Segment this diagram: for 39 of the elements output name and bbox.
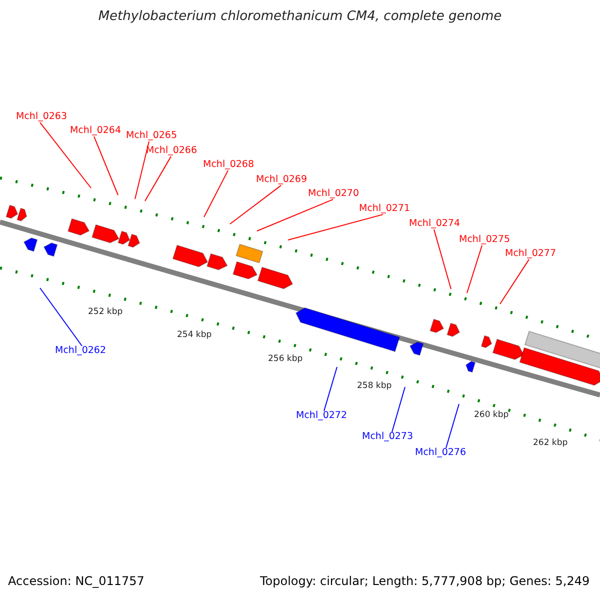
leader-line	[40, 288, 82, 346]
leader-line	[94, 136, 118, 196]
leader-line	[144, 156, 172, 202]
gene-label: Mchl_0263	[16, 112, 68, 122]
leader-line	[466, 244, 482, 294]
gene-label: Mchl_0271	[359, 204, 410, 214]
scale-label: 252 kbp	[88, 308, 123, 318]
scale-label: 256 kbp	[268, 355, 303, 364]
title: Methylobacterium chloromethanicum CM4, complete genome	[97, 10, 503, 24]
gene-label: Mchl_0277	[505, 249, 556, 260]
scale-label: 260 kbp	[474, 411, 509, 420]
leader-line	[230, 184, 282, 224]
gene-label: Mchl_0274	[409, 219, 460, 230]
leader-line	[434, 228, 452, 290]
gene-label: Mchl_0266	[146, 146, 198, 156]
gene-label: Mchl_0268	[203, 160, 254, 170]
leader-line	[288, 214, 384, 240]
leader-line	[446, 404, 460, 448]
gene-label: Mchl_0273	[362, 432, 414, 442]
gene-label: Mchl_0276	[415, 448, 466, 458]
gene-label: Mchl_0264	[70, 126, 122, 136]
gene-label: Mchl_0272	[296, 411, 348, 422]
gene-label: Mchl_0265	[126, 131, 178, 142]
gene-label: Mchl_0269	[256, 175, 308, 186]
footer-text: Accession: NC_011757	[8, 575, 144, 588]
scale-label: 262 kbp	[533, 439, 568, 448]
leader-line	[500, 258, 530, 304]
leader-line	[256, 198, 334, 232]
leader-line	[204, 170, 228, 218]
leader-line	[40, 122, 92, 188]
scale-label: 258 kbp	[357, 382, 392, 392]
gene-label: Mchl_0275	[459, 235, 510, 246]
scale-label: 254 kbp	[177, 331, 212, 340]
leader-line	[324, 366, 338, 412]
footer-text: Topology: circular; Length: 5,777,908 bp; Genes: 5,249	[260, 575, 590, 588]
gene-label: Mchl_0262	[55, 346, 106, 356]
leader-line	[392, 386, 406, 432]
gene-label: Mchl_0270	[308, 189, 360, 200]
leader-line	[134, 140, 150, 200]
